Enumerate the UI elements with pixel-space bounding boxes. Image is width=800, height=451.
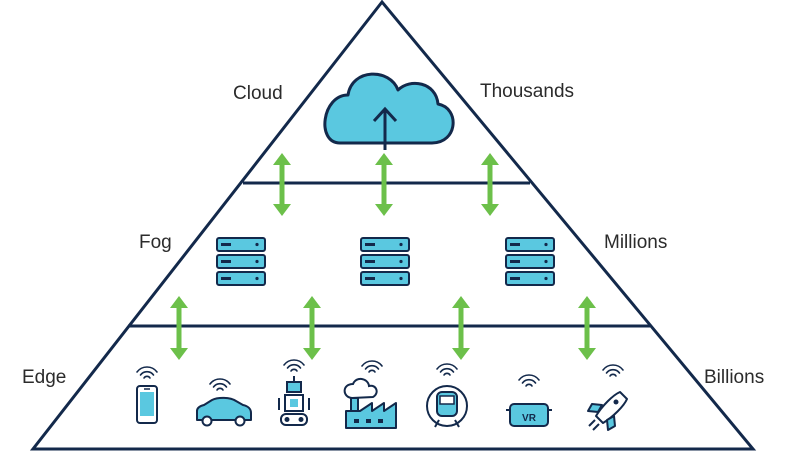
double-arrow-icon xyxy=(481,153,499,216)
svg-text:VR: VR xyxy=(522,413,537,424)
server-stack-icon xyxy=(216,237,266,286)
layer-scale-fog: Millions xyxy=(604,232,667,253)
layer-name-cloud: Cloud xyxy=(233,83,283,104)
data-flow-arrows xyxy=(170,153,596,360)
double-arrow-icon xyxy=(452,296,470,360)
double-arrow-icon xyxy=(273,153,291,216)
layer-scale-edge: Billions xyxy=(704,367,764,388)
car-icon xyxy=(196,378,252,427)
layer-name-fog: Fog xyxy=(139,232,172,253)
double-arrow-icon xyxy=(170,296,188,360)
double-arrow-icon xyxy=(303,296,321,360)
double-arrow-icon xyxy=(375,153,393,216)
layer-name-edge: Edge xyxy=(22,367,66,388)
layer-scale-cloud: Thousands xyxy=(480,81,574,102)
double-arrow-icon xyxy=(578,296,596,360)
pyramid-outline xyxy=(29,0,757,451)
factory-icon xyxy=(343,360,397,429)
server-stack-icon xyxy=(505,237,555,286)
cloud-upload-icon xyxy=(323,72,455,150)
vr-headset-icon: VR xyxy=(506,374,552,427)
space-shuttle-icon xyxy=(587,364,628,431)
train-icon xyxy=(426,363,468,428)
smartphone-icon xyxy=(136,366,158,424)
robot-icon xyxy=(278,359,310,426)
server-stack-icon xyxy=(360,237,410,286)
